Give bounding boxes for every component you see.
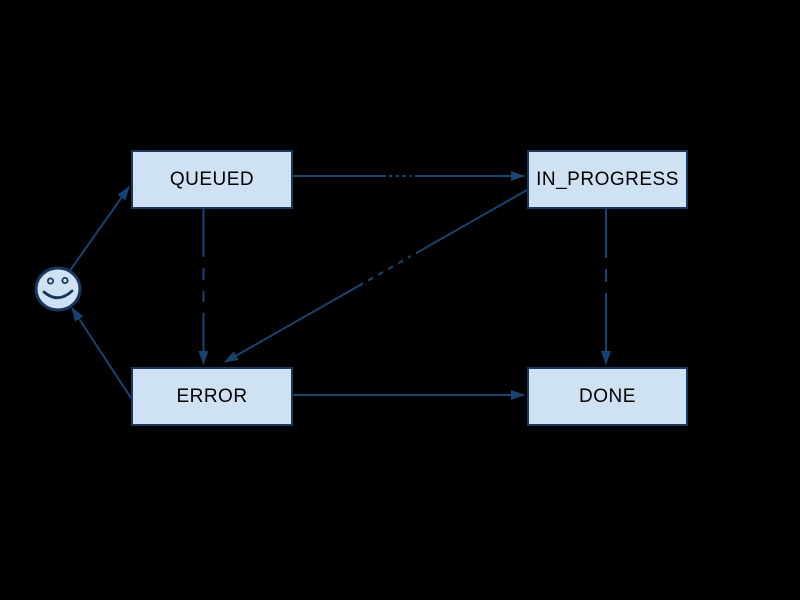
state-node-queued: QUEUED bbox=[131, 150, 293, 209]
smiley-left-eye bbox=[47, 277, 55, 285]
state-label-done: DONE bbox=[579, 385, 636, 407]
state-node-done: DONE bbox=[527, 367, 688, 426]
smiley-right-eye bbox=[61, 276, 69, 284]
edge-error-to-start bbox=[71, 307, 132, 399]
state-label-error: ERROR bbox=[176, 385, 248, 407]
state-label-in-progress: IN_PROGRESS bbox=[536, 168, 679, 190]
state-node-error: ERROR bbox=[131, 367, 293, 426]
edge-in-progress-to-error bbox=[224, 189, 528, 363]
smiley-head bbox=[34, 266, 82, 312]
smiley-mouth bbox=[42, 289, 74, 300]
edge-start-to-queued bbox=[68, 186, 130, 273]
start-node-smiley bbox=[34, 266, 82, 312]
state-label-queued: QUEUED bbox=[169, 168, 255, 190]
state-node-in-progress: IN_PROGRESS bbox=[527, 150, 688, 209]
